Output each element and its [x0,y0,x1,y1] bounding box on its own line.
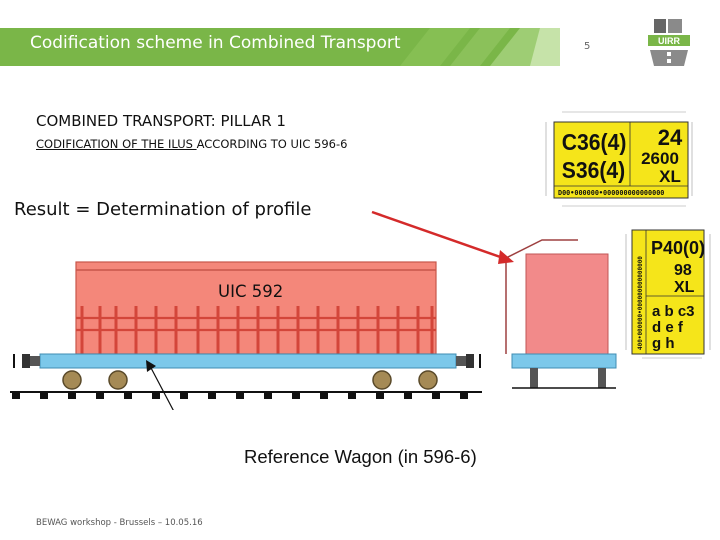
plate1-line2: S36(4) [562,157,625,183]
plate2-line2: 98 [674,262,692,279]
profile-container [525,253,609,355]
title-bar [0,28,560,66]
code-plate-2: P40(0) 98 XL a b c3 d e f g h 400•000000… [625,229,711,359]
profile-outline [505,239,578,354]
wagon-stanchions [80,306,434,354]
plate1-right-top: 24 [658,125,683,150]
plate2-side-code: 400•000000•000000000000000 [637,256,644,350]
page-number: 5 [584,41,591,52]
footer-text: BEWAG workshop - Brussels – 10.05.16 [36,518,203,528]
section-heading: COMBINED TRANSPORT: PILLAR 1 [36,112,286,130]
reference-wagon-label: Reference Wagon (in 596-6) [244,446,477,467]
result-text: Result = Determination of profile [14,199,312,220]
code-plate-1: C36(4) S36(4) 24 2600 XL D00•000000•0000… [545,111,693,207]
plate1-bottom-code: D00•000000•000000000000000 [558,189,664,197]
plate2-line3: XL [674,279,695,296]
plate1-right-bottom: XL [659,167,681,186]
wagon-diagram [10,210,617,410]
leader-line [149,365,174,410]
red-arrow [371,210,507,261]
subheading-rest: ACCORDING TO UIC 596-6 [196,137,348,151]
plate2-row1: a b c3 [652,303,695,320]
profile-chassis [511,353,617,369]
wagon-load [75,261,437,355]
wagon-chassis [39,353,457,369]
plate2-row3: g h [652,335,675,352]
plate2-line1: P40(0) [651,238,705,258]
uirr-logo: UIRR [648,19,690,66]
section-subheading: CODIFICATION OF THE ILUS ACCORDING TO UI… [36,137,347,151]
logo-text: UIRR [658,36,680,46]
slide-title: Codification scheme in Combined Transpor… [30,33,401,53]
wagon-label: UIC 592 [218,282,284,301]
plate2-row2: d e f [652,319,684,336]
wagon-wheels [62,370,438,390]
plate1-right-mid: 2600 [641,149,679,168]
subheading-underlined: CODIFICATION OF THE ILUS [36,137,197,151]
track-sleepers [12,393,468,399]
plate1-line1: C36(4) [562,129,627,155]
